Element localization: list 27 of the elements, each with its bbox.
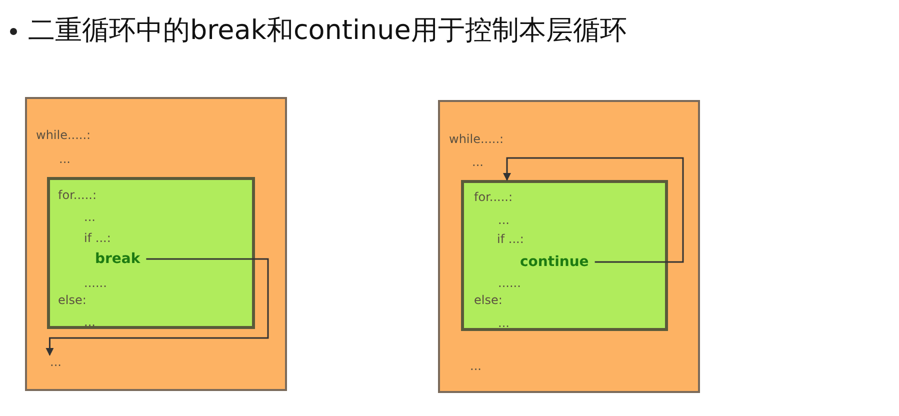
code-text: else: <box>474 293 502 307</box>
code-text: ... <box>84 210 96 224</box>
inner-loop-box <box>461 180 668 331</box>
outer-loop-box <box>25 97 287 391</box>
outer-loop-box <box>438 100 700 393</box>
code-text: ... <box>59 152 70 166</box>
code-text: ... <box>498 316 510 330</box>
code-text: while.....: <box>36 128 91 142</box>
code-text: ... <box>472 155 484 169</box>
code-text: if ...: <box>84 231 111 245</box>
code-text: ... <box>84 315 96 329</box>
code-text: ... <box>498 213 510 227</box>
flow-arrow <box>503 157 684 263</box>
code-text: ... <box>50 355 62 369</box>
inner-loop-box <box>47 177 255 329</box>
continue-keyword: continue <box>520 254 589 270</box>
code-text: while.....: <box>449 132 504 146</box>
code-text: for.....: <box>474 190 513 204</box>
code-text: ...... <box>84 276 107 290</box>
code-text: ... <box>470 359 482 373</box>
flow-arrow <box>46 258 269 356</box>
code-text: if ...: <box>497 232 524 246</box>
break-keyword: break <box>95 251 140 267</box>
code-text: for.....: <box>58 188 97 202</box>
title: 二重循环中的break和continue用于控制本层循环 <box>28 14 627 48</box>
code-text: else: <box>58 293 86 307</box>
code-text: ...... <box>498 276 521 290</box>
